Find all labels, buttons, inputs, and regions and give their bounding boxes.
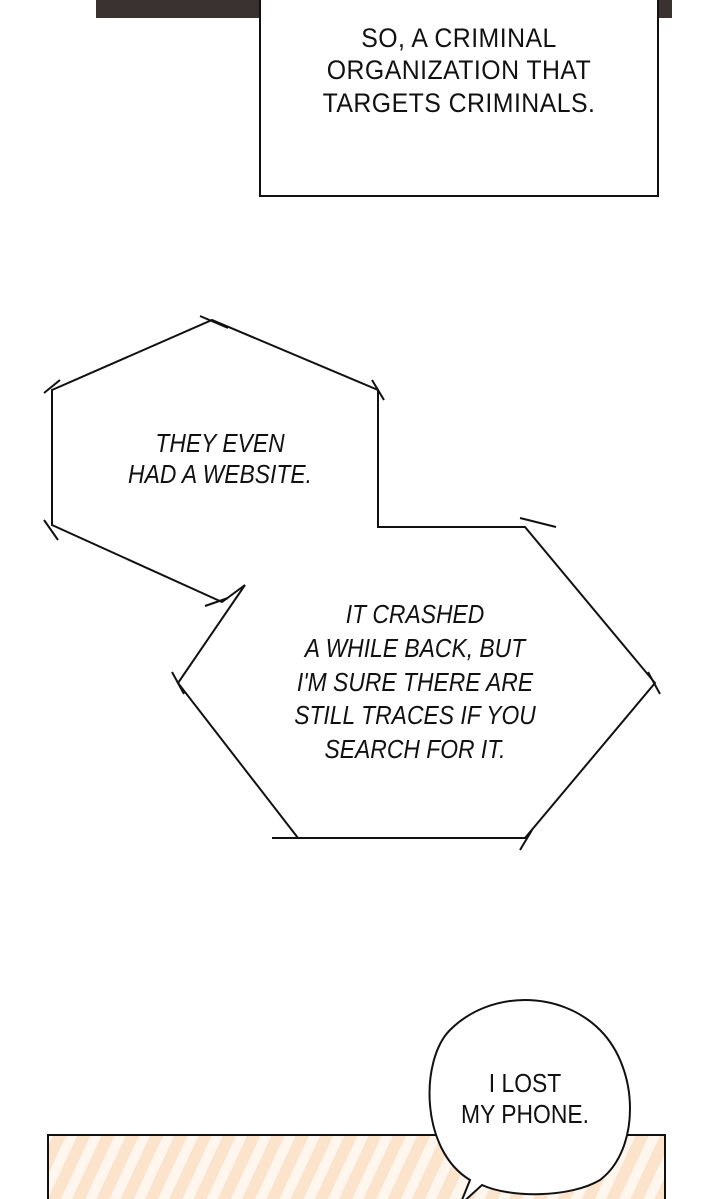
caption-box [259, 0, 659, 197]
bubble-text-phone: I LOST MY PHONE. [461, 1068, 589, 1130]
caption-text: SO, A CRIMINAL ORGANIZATION THAT TARGETS… [322, 23, 596, 118]
bubble-text-crashed: IT CRASHED A WHILE BACK, BUT I'M SURE TH… [294, 599, 536, 765]
speech-bubble [428, 999, 631, 1199]
bubble-text-website: THEY EVEN HAD A WEBSITE. [128, 428, 312, 490]
hexagon-bubble-1 [43, 315, 661, 851]
